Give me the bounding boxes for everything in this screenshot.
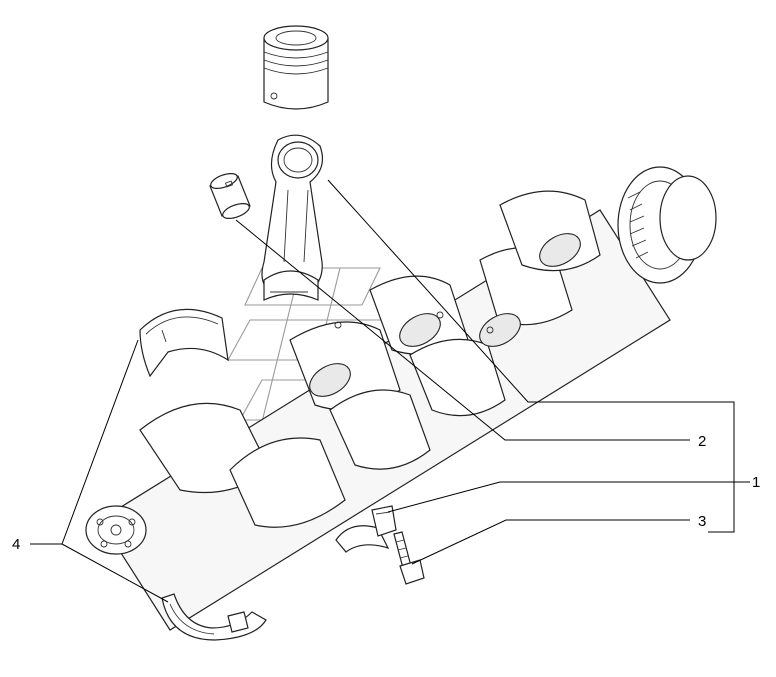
leader-3 (411, 519, 690, 565)
crankshaft (85, 166, 717, 631)
callout-label-4: 4 (12, 536, 20, 553)
main-bearing-shell-upper (139, 308, 229, 378)
callout-label-1: 1 (752, 474, 760, 491)
rod-bearing-shell (335, 505, 397, 553)
callout-label-2: 2 (698, 433, 706, 450)
leader-2 (235, 219, 690, 441)
callout-labels: 1 2 3 4 (12, 433, 760, 553)
leader-lines (30, 179, 750, 603)
leader-4 (30, 339, 169, 603)
cap-bolt (393, 531, 425, 585)
leader-1 (327, 179, 735, 533)
small-end-bushing (209, 173, 251, 219)
leader-1-shell (387, 481, 750, 513)
piston (263, 25, 329, 110)
connecting-rod (261, 134, 323, 301)
callout-label-3: 3 (698, 513, 706, 530)
main-bearing-shell-lower (161, 593, 267, 641)
